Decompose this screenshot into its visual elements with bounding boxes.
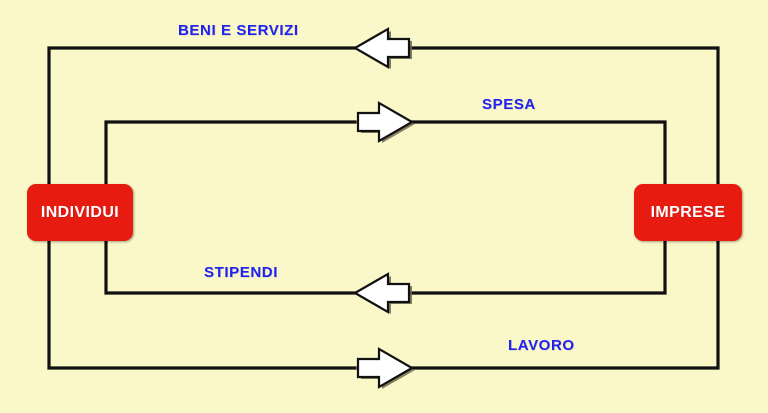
edge-label-stipendi: STIPENDI: [204, 264, 278, 281]
edge-stipendi: [104, 239, 667, 314]
arrow-left-icon: [352, 27, 411, 69]
arrow-right-icon: [356, 347, 415, 389]
edge-spesa: [104, 101, 667, 187]
arrow-right-icon: [356, 101, 415, 143]
arrow-left-icon: [352, 272, 411, 314]
node-imprese-label: IMPRESE: [650, 203, 726, 221]
edge-label-lavoro: LAVORO: [508, 337, 575, 354]
node-imprese[interactable]: IMPRESE: [634, 184, 742, 241]
edge-lavoro: [47, 239, 720, 389]
edge-label-spesa: SPESA: [482, 96, 536, 113]
edge-label-beni-e-servizi: BENI E SERVIZI: [178, 22, 299, 39]
node-individui[interactable]: INDIVIDUI: [27, 184, 133, 241]
node-individui-label: INDIVIDUI: [40, 203, 120, 221]
edge-beni-e-servizi: [47, 27, 720, 187]
